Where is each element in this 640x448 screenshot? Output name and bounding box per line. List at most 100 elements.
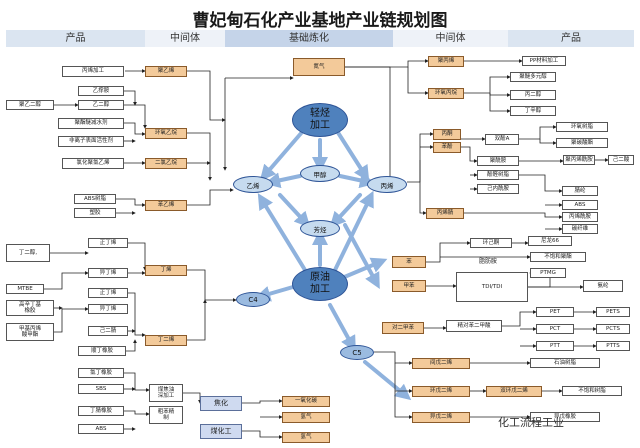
hub-light-hydrocarbon: 轻烃 加工 xyxy=(292,103,348,137)
node-p-tanxian: 碳纤维 xyxy=(562,224,598,234)
node-c5-shuang: 双环戊二烯 xyxy=(486,386,542,397)
connector-line xyxy=(187,132,212,181)
node-p-shuangfen: 双酚A xyxy=(485,134,519,145)
connector-line xyxy=(394,363,413,419)
node-p-juzhi: 聚碳酸酯 xyxy=(556,138,608,148)
node-p-pets: PETS xyxy=(596,307,630,317)
node-or-ben2: 苯 xyxy=(392,256,426,268)
node-p-huanyangshuzhi: 环氧树脂 xyxy=(556,122,608,132)
hub-propylene: 丙烯 xyxy=(367,176,407,193)
node-p-lvyixi: 氯化聚氯乙烯 xyxy=(62,158,124,169)
node-or-jiaben: 甲苯 xyxy=(392,280,426,292)
node-p-dingerchun: 丁二醇, xyxy=(6,244,50,262)
connector-line xyxy=(242,399,283,404)
node-p-bingxian: 丙烯酰胺 xyxy=(562,212,598,222)
connector-line xyxy=(374,351,413,365)
connector-line xyxy=(128,242,147,271)
header-refining: 基础炼化 xyxy=(289,33,329,44)
connector-line xyxy=(124,372,150,392)
node-mid-zhenqing: 粗苯精 制 xyxy=(149,406,183,424)
hub-c4: C4 xyxy=(236,292,270,307)
box-coking: 焦化 xyxy=(200,396,242,411)
node-b-yiyanghuatan: 一氧化碳 xyxy=(282,396,330,407)
node-p-abs: ABS树脂 xyxy=(74,194,116,204)
watermark-text: 化工流程工业 xyxy=(498,416,564,429)
node-c5-huanwu: 环戊二烯 xyxy=(412,386,470,397)
connector-line xyxy=(126,339,137,352)
connector-line xyxy=(407,132,434,183)
node-p-yierchun: 乙二醇 xyxy=(78,100,124,110)
node-p-yichundan: 乙撑胺 xyxy=(78,86,124,96)
connector-line xyxy=(345,66,392,183)
header-products-left: 产品 xyxy=(65,33,86,44)
node-p-zhengding: 正丁烯 xyxy=(88,238,128,248)
header-products-right: 产品 xyxy=(561,33,581,44)
node-or-eryluyixi: 二氯乙烷 xyxy=(145,158,187,169)
node-mid-meijiao: 煤焦油 深加工 xyxy=(149,384,183,402)
node-p-juxianan: 聚酰胺 xyxy=(477,156,519,166)
node-p-jiansuan: 己二酸 xyxy=(608,155,634,165)
node-or-erjiaben: 对二甲苯 xyxy=(382,322,424,334)
header-intermediate-right: 中间体 xyxy=(435,33,466,44)
connector-line xyxy=(187,269,237,302)
node-p-abs2: ABS xyxy=(78,424,124,434)
connector-line xyxy=(519,174,563,193)
connector-line xyxy=(345,59,429,68)
node-p-jixian: 己内酰胺 xyxy=(477,184,519,194)
node-p-mtbe: MTBE xyxy=(6,284,44,294)
box-nitrogen: 氮气 xyxy=(293,58,345,76)
node-p-pp: PP材料加工 xyxy=(522,56,566,66)
connector-line xyxy=(242,430,283,439)
node-p-abs: ABS xyxy=(562,200,598,210)
connector-line xyxy=(124,122,146,136)
node-p-jingl: 腈纶 xyxy=(562,186,598,196)
node-or-dingerxi: 丁二烯 xyxy=(145,335,187,346)
node-p-julan: 聚丙烯酰胺 xyxy=(563,155,595,165)
node-c5-yiwu: 间戊二烯 xyxy=(412,358,470,369)
node-p-jiding: 己二腈 xyxy=(88,326,128,336)
node-or-benyixi: 苯乙烯 xyxy=(145,200,187,211)
node-p-bingerchun: 丙二醇 xyxy=(510,90,556,100)
node-p-yiding2: 异丁烯 xyxy=(88,304,128,314)
node-or-ben: 苯酚 xyxy=(433,142,461,153)
connector-line xyxy=(54,307,89,333)
hub-methanol: 甲醇 xyxy=(300,165,340,182)
connector-line xyxy=(183,392,202,404)
node-p-dingjing: 丁腈橡胶 xyxy=(78,406,124,416)
node-or-jubingxi: 聚丙烯 xyxy=(428,56,464,67)
node-p-qianfu: 不饱和聚酯 xyxy=(530,252,586,262)
label-fatty-amine: 脂肪胺 xyxy=(479,258,498,265)
node-or-bingtong: 丙酮 xyxy=(433,129,461,140)
hub-crude-oil: 原油 加工 xyxy=(292,267,348,301)
box-coal-chemical: 煤化工 xyxy=(200,424,242,439)
node-b-qingqi2: 氢气 xyxy=(282,432,330,443)
node-p-nilong: 尼龙66 xyxy=(528,236,572,246)
node-p-ptmg: PTMG xyxy=(530,268,566,278)
connector-line xyxy=(464,75,511,94)
node-p-huanji: 环己酮 xyxy=(470,238,512,248)
hub-ethylene: 乙烯 xyxy=(233,176,273,193)
connector-line xyxy=(187,70,226,122)
connector-line xyxy=(44,271,89,290)
node-p-pct: PCT xyxy=(536,324,574,334)
node-p-ptt: PTT xyxy=(536,341,574,351)
connector-line xyxy=(419,160,427,215)
node-or-juyixi: 聚乙烯 xyxy=(145,66,187,77)
connector-line xyxy=(116,198,146,207)
connector-line xyxy=(489,93,511,113)
node-p-jiaji: 甲基丙烯 酸甲酯 xyxy=(6,323,54,341)
node-p-pet: PET xyxy=(536,307,574,317)
node-p-feiliz: 非离子表面活性剂 xyxy=(58,136,124,147)
node-p-tdi: TDI/TDI xyxy=(456,272,528,302)
node-or-bingxijing: 丙烯腈 xyxy=(426,208,464,219)
node-or-dingxi: 丁烯 xyxy=(145,265,187,276)
connector-line xyxy=(407,67,429,95)
node-b-qingqi: 氢气 xyxy=(282,412,330,423)
node-p-sbs: SBS xyxy=(78,384,124,394)
node-c5-yiwu2: 异戊二烯 xyxy=(412,412,470,423)
hub-light-hydrocarbon-label: 轻烃 加工 xyxy=(310,108,330,131)
connector-line xyxy=(464,212,563,219)
page-title: 曹妃甸石化产业基地产业链规划图 xyxy=(192,11,448,31)
